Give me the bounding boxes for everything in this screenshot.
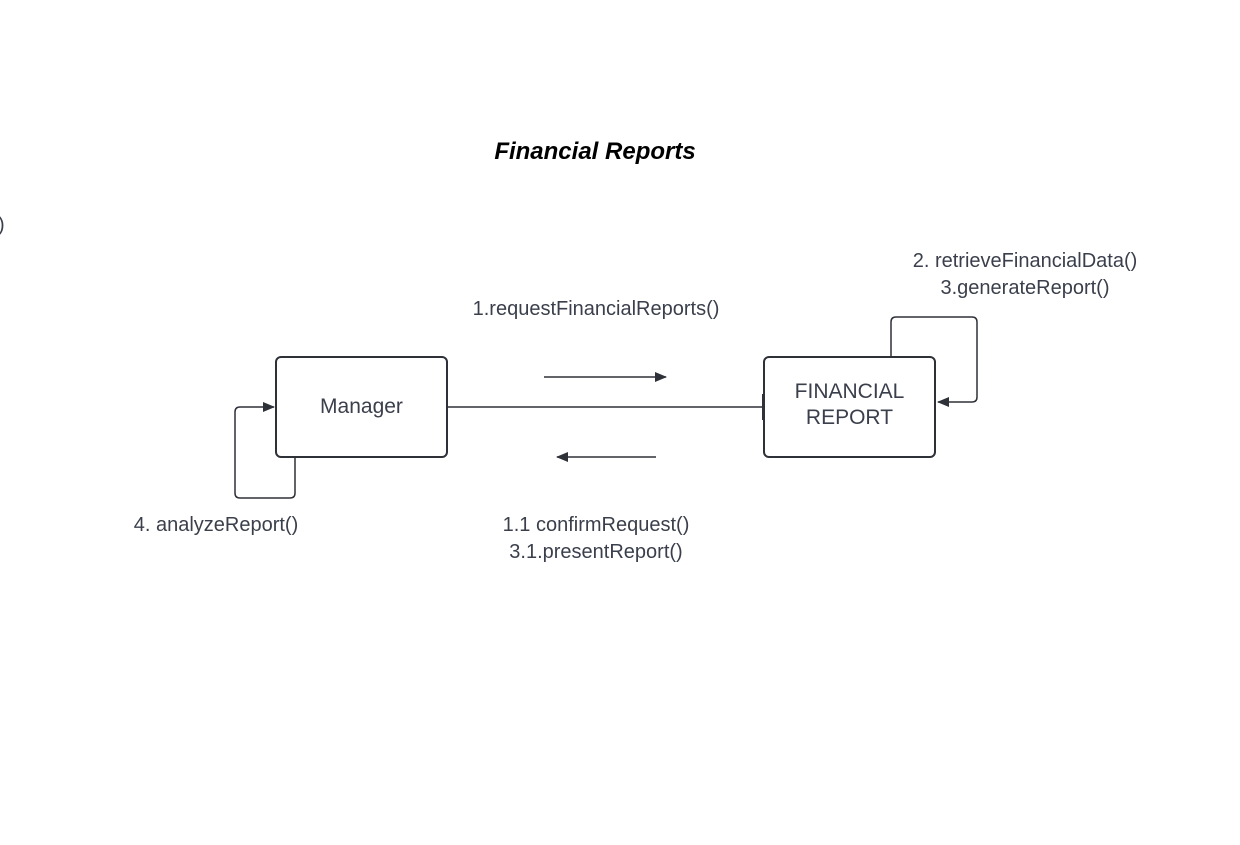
request-message-label: 1.requestFinancialReports() [446,296,746,323]
report-self-message-line2: 3.generateReport() [940,277,1110,299]
manager-label: Manager [320,395,403,418]
manager-self-loop [234,402,296,499]
return-message-line2: 3.1.presentReport() [509,541,683,563]
report-self-message-line1: 2. retrieveFinancialData() [912,250,1138,272]
diagram-title: Financial Reports [494,138,696,165]
request-message-line1: 1.requestFinancialReports() [472,298,720,320]
manager-self-message-label: 4. analyzeReport() [110,512,322,539]
manager-node[interactable]: Manager [275,356,448,458]
manager-self-message-line1: 4. analyzeReport() [133,514,299,536]
report-self-loop [890,316,978,407]
financial-report-label-line1: FINANCIAL [794,380,905,403]
report-self-message-label: 2. retrieveFinancialData() 3.generateRep… [880,248,1170,302]
cropped-text-fragment: ) [0,214,5,237]
financial-report-node[interactable]: FINANCIAL REPORT [763,356,936,458]
return-message-label: 1.1 confirmRequest() 3.1.presentReport() [446,512,746,566]
financial-report-label-line2: REPORT [805,406,894,429]
financial-report-label: FINANCIAL REPORT [765,379,934,435]
return-message-line1: 1.1 confirmRequest() [502,514,690,536]
